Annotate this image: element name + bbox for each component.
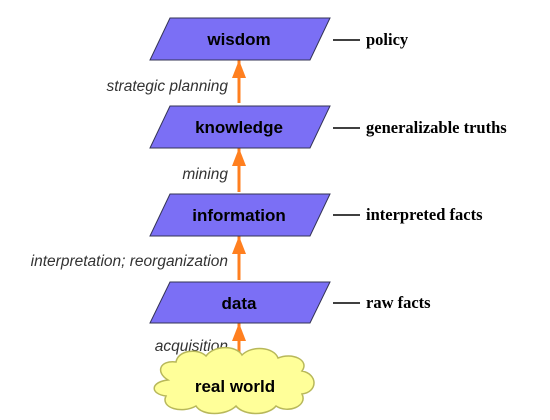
real-world-label: real world (195, 377, 275, 396)
level-knowledge: knowledge generalizable truths (149, 105, 507, 149)
level-box (149, 105, 331, 149)
level-description: raw facts (366, 293, 431, 312)
arrowhead-mining (232, 148, 246, 166)
level-description: interpreted facts (366, 205, 483, 224)
cloud-shape (153, 346, 315, 415)
level-label: knowledge (195, 118, 283, 137)
level-label: wisdom (206, 30, 270, 49)
arrowhead-interpretation (232, 236, 246, 254)
process-label-acquisition: acquisition (155, 338, 228, 355)
arrowhead-acquisition (232, 323, 246, 341)
level-data: data raw facts (149, 281, 431, 324)
level-label: data (222, 294, 258, 313)
process-labels: strategic planning mining interpretation… (31, 78, 229, 355)
real-world-cloud: real world (153, 346, 315, 415)
level-wisdom: wisdom policy (149, 17, 409, 61)
arrowhead-strategic-planning (232, 60, 246, 78)
process-label-mining: mining (182, 166, 228, 183)
level-box (149, 17, 331, 61)
level-description: generalizable truths (366, 118, 507, 137)
process-label-interpretation: interpretation; reorganization (31, 253, 228, 270)
process-label-strategic-planning: strategic planning (107, 78, 229, 95)
level-box (149, 281, 331, 324)
level-label: information (192, 206, 286, 225)
level-box (149, 193, 331, 237)
level-description: policy (366, 30, 409, 49)
level-information: information interpreted facts (149, 193, 483, 237)
